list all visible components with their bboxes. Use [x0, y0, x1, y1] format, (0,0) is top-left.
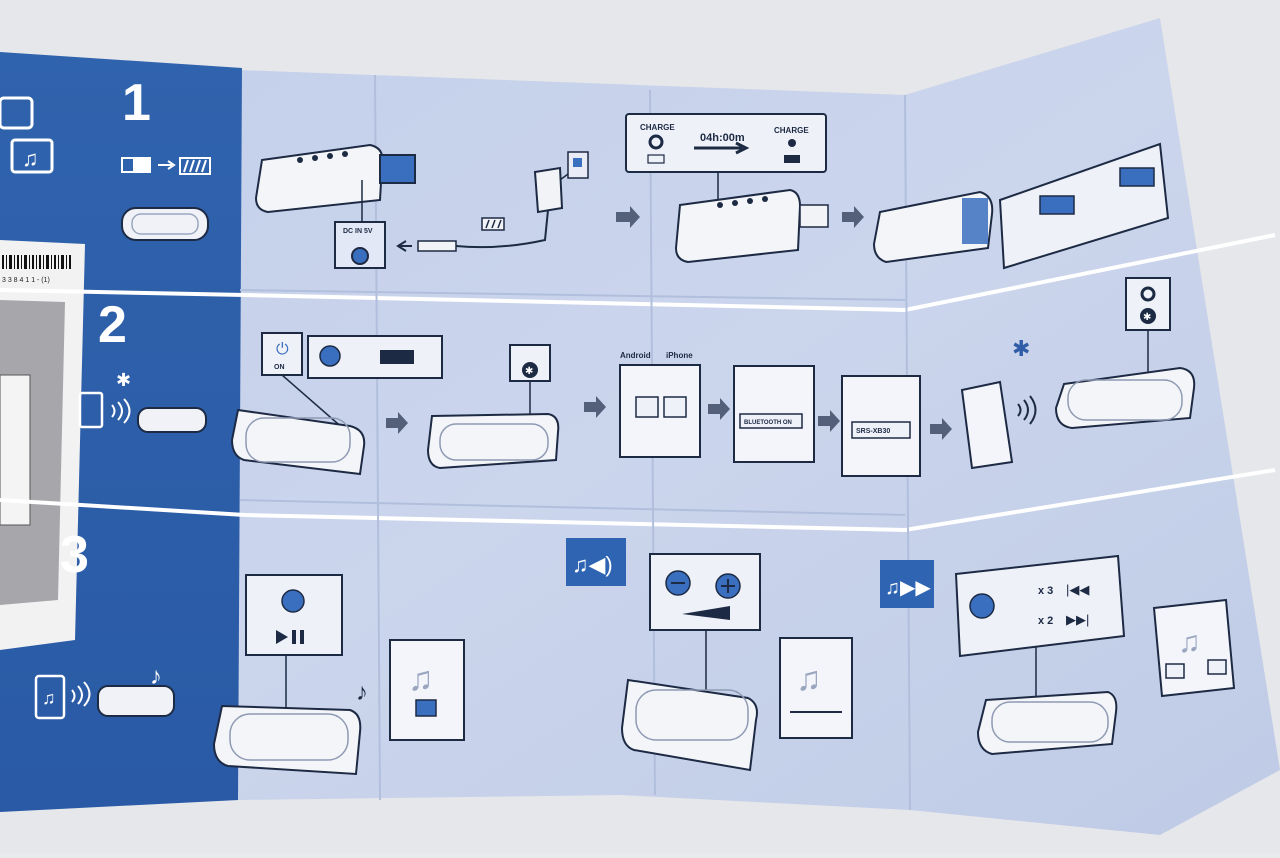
barcode-panel: 3 3 8 4 1 1 - (1) [0, 240, 85, 650]
step-number-1: 1 [122, 74, 151, 132]
svg-text:▶▶|: ▶▶| [1066, 612, 1089, 627]
bluetooth-toggle-label: BLUETOOTH ON [744, 420, 792, 426]
phone-device-list: SRS-XB30 [842, 376, 920, 476]
step-number-2: 2 [98, 296, 127, 354]
step-number-3: 3 [60, 526, 89, 584]
music-note-icon: ♪ [356, 679, 368, 706]
speaker-band-icon-1 [122, 208, 208, 240]
music-volume-icon: ♫◀) [566, 538, 626, 586]
device-name: SRS-XB30 [856, 428, 890, 435]
svg-text:✱: ✱ [116, 370, 131, 390]
step2-speaker-b [428, 414, 558, 468]
svg-text:♫◀): ♫◀) [572, 552, 613, 577]
svg-text:|◀◀: |◀◀ [1066, 582, 1089, 597]
svg-text:♫: ♫ [1178, 626, 1201, 659]
svg-text:♫: ♫ [42, 688, 56, 708]
power-on-label: ON [274, 364, 285, 371]
svg-text:♫: ♫ [22, 146, 39, 171]
music-skip-icon: ♫▶▶ [880, 560, 934, 608]
press-x3-label: x 3 [1038, 585, 1053, 597]
svg-text:⏻: ⏻ [276, 341, 289, 358]
charge-label-right: CHARGE [774, 126, 809, 135]
dc-in-label: DC IN 5V [343, 228, 373, 235]
android-label: Android [620, 351, 651, 360]
step3-speaker-a [214, 706, 360, 774]
svg-text:✱: ✱ [1143, 312, 1151, 323]
svg-text:♫: ♫ [408, 660, 434, 698]
svg-text:♪: ♪ [150, 663, 162, 690]
phone-settings: Android iPhone [620, 351, 700, 457]
phone-play: ♫ [390, 640, 464, 740]
step3-speaker-c [978, 692, 1116, 754]
phone-skip: ♫ [1154, 600, 1234, 696]
barcode-digits: 3 3 8 4 1 1 - (1) [2, 277, 50, 284]
charge-time: 04h:00m [700, 132, 745, 144]
iphone-label: iPhone [666, 351, 693, 360]
svg-text:✱: ✱ [1012, 336, 1030, 361]
svg-text:✱: ✱ [525, 366, 533, 377]
svg-text:♫: ♫ [796, 660, 822, 698]
svg-text:♫▶▶: ♫▶▶ [885, 577, 931, 599]
phone-volume: ♫ [780, 638, 852, 738]
phone-bluetooth-on: BLUETOOTH ON [734, 366, 814, 462]
press-x2-label: x 2 [1038, 615, 1053, 627]
charge-label-left: CHARGE [640, 123, 675, 132]
